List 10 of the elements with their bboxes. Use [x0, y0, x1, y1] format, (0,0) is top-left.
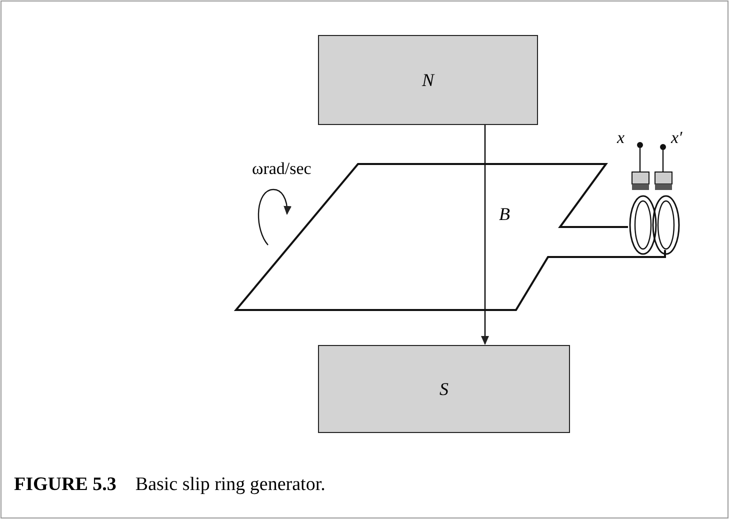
terminal-label: x [617, 129, 625, 146]
field-arrow [481, 125, 489, 345]
figure-caption: FIGURE 5.3 Basic slip ring generator. [14, 475, 326, 494]
edge-label: B [499, 205, 510, 223]
terminal-label: x′ [671, 129, 682, 146]
pole-label: N [422, 70, 434, 90]
rotation-label: ωrad/sec [252, 160, 312, 177]
magnet-pole [318, 345, 570, 433]
pole-label: S [440, 378, 448, 400]
magnet-pole [318, 35, 538, 125]
